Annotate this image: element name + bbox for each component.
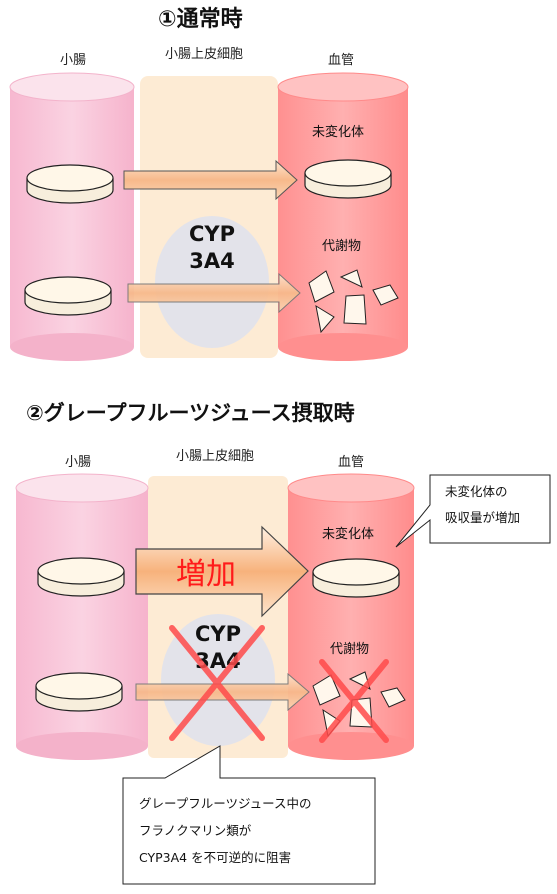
section1-enzyme-ellipse (155, 216, 269, 348)
section1-small-intestine (9, 72, 135, 361)
section1-drug-tablet-1 (26, 164, 114, 204)
section2-label-blood-vessel: 血管 (338, 455, 364, 470)
section1-metabolite-fragments (308, 269, 399, 334)
section1-drug-tablet-2 (24, 276, 112, 316)
section2-callout-top-line1: 未変化体の (445, 484, 508, 499)
section2-callout-inhibition: グレープフルーツジュース中の フラノクマリン類が CYP3A4 を不可逆的に阻害 (122, 745, 376, 885)
section1-label-epithelium: 小腸上皮細胞 (165, 47, 243, 62)
section1-blood-vessel (277, 72, 409, 361)
section2-drug-tablet-1 (37, 557, 125, 597)
section2-callout-bottom-line1: グレープフルーツジュース中の (139, 796, 312, 811)
section2-callout-bottom-line2: フラノクマリン類が (139, 823, 252, 838)
section2-title: ②グレープフルーツジュース摂取時 (26, 401, 355, 425)
section2-enzyme-blocked-cross-icon (169, 625, 265, 741)
section2-metabolite-blocked-cross-icon (319, 659, 389, 743)
section2-unchanged-label: 未変化体 (322, 526, 374, 542)
section2-label-epithelium: 小腸上皮細胞 (176, 449, 254, 464)
section2-metabolite-label: 代謝物 (330, 642, 369, 657)
section2-small-intestine (15, 473, 149, 760)
section-grapefruit: ②グレープフルーツジュース摂取時 小腸 小腸上皮細胞 血管 CYP 3A4 増加 (15, 401, 551, 885)
section1-metabolite-label: 代謝物 (322, 239, 361, 254)
section2-callout-top-line2: 吸収量が増加 (445, 510, 520, 525)
section1-label-blood-vessel: 血管 (328, 53, 354, 68)
section2-unchanged-tablet (312, 558, 400, 598)
section1-enzyme-line2: 3A4 (189, 249, 234, 273)
section1-enzyme-line1: CYP (189, 222, 235, 246)
section2-enzyme-line1: CYP (195, 622, 241, 646)
section2-arrow-increase (135, 525, 309, 618)
section2-increase-label: 増加 (176, 557, 236, 592)
section2-drug-tablet-2 (35, 672, 123, 712)
section1-arrow-metabolized (127, 272, 301, 314)
section2-label-small-intestine: 小腸 (65, 455, 91, 470)
section-normal: ①通常時 小腸 小腸上皮細胞 血管 CYP 3A4 (9, 6, 409, 361)
section2-callout-bottom-line3: CYP3A4 を不可逆的に阻害 (139, 850, 291, 865)
section2-callout-absorption: 未変化体の 吸収量が増加 (395, 474, 551, 548)
section1-arrow-unchanged (123, 159, 298, 201)
section1-unchanged-tablet (304, 159, 392, 199)
section1-unchanged-label: 未変化体 (312, 124, 364, 140)
section1-label-small-intestine: 小腸 (60, 53, 86, 68)
section1-title: ①通常時 (158, 6, 243, 32)
